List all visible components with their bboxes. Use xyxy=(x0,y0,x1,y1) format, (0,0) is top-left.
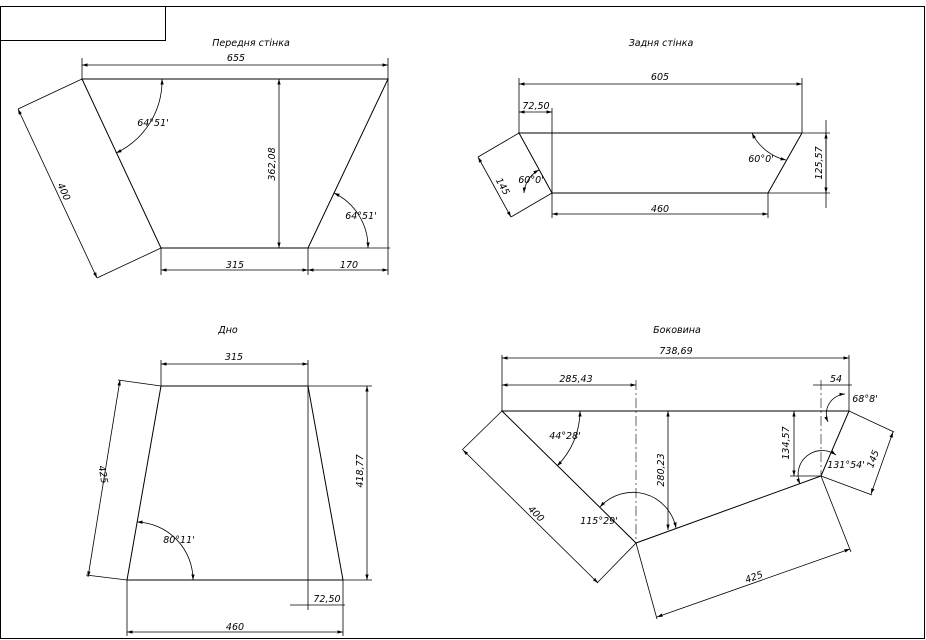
back-wall-view: Задня стінка 605 72,50 145 60°0' 460 60°… xyxy=(477,38,830,218)
front-right-angle-arc xyxy=(333,192,370,249)
side-bottom-angle-arc xyxy=(599,491,677,529)
side-left-angle-arc xyxy=(556,410,582,467)
side-left-angle-label: 44°28' xyxy=(549,431,581,442)
side-top-right-angle-arc xyxy=(824,392,846,423)
side-right-edge-dimension xyxy=(870,431,894,495)
bottom-top-label: 315 xyxy=(225,352,243,363)
bottom-width-label: 460 xyxy=(226,622,244,633)
side-small-label: 54 xyxy=(830,374,842,385)
side-right-angle-arc xyxy=(796,450,837,485)
side-panel-view: Боковина 738,69 285,43 54 68°8' 145 134,… xyxy=(461,325,895,620)
front-right-angle-label: 64°51' xyxy=(345,211,377,222)
bottom-offset-label: 72,50 xyxy=(313,594,340,605)
front-wall-title: Передня стінка xyxy=(212,38,290,49)
side-bottom-edge-dimension xyxy=(656,548,851,618)
back-right-angle-label: 60°0' xyxy=(748,154,774,165)
bottom-height-label: 418,77 xyxy=(355,454,366,487)
side-bottom-angle-label: 115°29' xyxy=(580,516,618,527)
side-left-edge-dimension xyxy=(462,449,599,584)
bottom-outline xyxy=(126,385,344,581)
front-right-bottom-label: 170 xyxy=(340,260,358,271)
front-bottom-label: 315 xyxy=(226,260,244,271)
back-width-label: 605 xyxy=(651,72,669,83)
side-mid-height-label: 280,23 xyxy=(656,453,667,486)
front-left-angle-arc xyxy=(115,78,164,154)
back-left-angle-label: 60°0' xyxy=(518,175,544,186)
back-side-dimension xyxy=(477,156,512,218)
side-bottom-edge-label: 425 xyxy=(744,569,765,586)
back-right-angle-arc xyxy=(751,132,787,161)
back-offset-label: 72,50 xyxy=(522,101,549,112)
side-panel-title: Боковина xyxy=(653,325,701,336)
bottom-title: Дно xyxy=(217,325,238,336)
back-height-label: 125,57 xyxy=(814,146,825,179)
front-wall-outline xyxy=(81,78,389,249)
bottom-angle-arc xyxy=(136,520,195,581)
side-right-edge-label: 145 xyxy=(865,449,882,470)
front-width-label: 655 xyxy=(227,53,245,64)
bottom-view: Дно 315 425 80°11' 418,77 72,50 460 xyxy=(85,325,372,636)
front-side-dimension xyxy=(17,108,98,279)
side-top-right-angle-label: 68°8' xyxy=(852,394,878,405)
front-wall-view: Передня стінка 655 362,08 400 64°51' 64°… xyxy=(17,38,390,279)
front-left-angle-label: 64°51' xyxy=(137,118,169,129)
back-bottom-label: 460 xyxy=(651,204,669,215)
side-right-height-label: 134,57 xyxy=(781,426,792,459)
side-overall-label: 738,69 xyxy=(659,346,692,357)
side-right-angle-label: 131°54' xyxy=(827,460,865,471)
back-wall-title: Задня стінка xyxy=(629,38,694,49)
bottom-angle-label: 80°11' xyxy=(163,535,195,546)
back-side-label: 145 xyxy=(493,176,512,197)
title-block-corner xyxy=(0,6,166,41)
front-height-label: 362,08 xyxy=(267,147,278,180)
bottom-side-dimension xyxy=(87,379,121,578)
bottom-side-label: 425 xyxy=(95,465,109,485)
back-left-angle-arc xyxy=(522,169,540,194)
side-partial-label: 285,43 xyxy=(559,374,592,385)
sheet-frame xyxy=(0,6,925,639)
side-left-edge-label: 400 xyxy=(525,504,546,525)
